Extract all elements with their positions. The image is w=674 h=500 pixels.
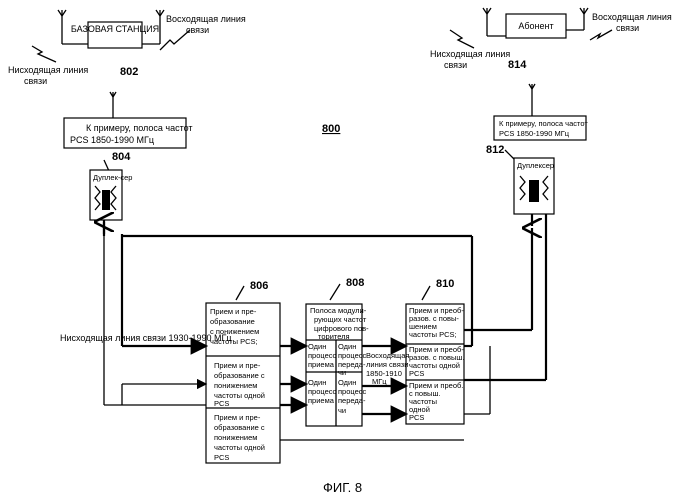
figure-caption: ФИГ. 8: [323, 480, 362, 495]
duplexer-left-label: Дуплек-сер: [93, 173, 132, 182]
subscriber-downlink: Восходящая линиясвязи: [592, 12, 672, 33]
radio-link-icon: [32, 46, 56, 62]
ref-806: 806: [250, 280, 268, 292]
ref-814: 814: [508, 59, 527, 71]
duplexer-right-label: Дуплексер: [517, 161, 554, 170]
duplexer-right: Дуплексер: [514, 158, 554, 214]
subscriber-label: Абонент: [518, 21, 553, 31]
radio-link-icon: [590, 30, 612, 40]
base-station-uplink: Восходящая линиясвязи: [166, 14, 246, 35]
uplink-label: Восходящаялиния связи1850-1910МГц: [366, 351, 409, 386]
block-810-cell1: Прием и преоб-разов. с повы-шениемчастот…: [409, 306, 464, 339]
figure-ref-800: 800: [322, 123, 340, 135]
radio-link-icon: [450, 30, 474, 48]
duplexer-left: Дуплек-сер: [90, 170, 132, 220]
base-station-label: БАЗОВАЯ СТАНЦИЯ: [71, 24, 159, 34]
ref-804: 804: [112, 151, 131, 163]
subscriber-uplink: Нисходящая линиясвязи: [430, 49, 510, 70]
base-station-downlink: Нисходящая линиясвязи: [8, 65, 88, 86]
downlink-label: Нисходящая линия связи 1930-1990 МГц: [60, 333, 232, 343]
ref-812: 812: [486, 144, 504, 156]
ref-808: 808: [346, 277, 364, 289]
ref-802: 802: [120, 66, 138, 78]
ref-810: 810: [436, 278, 454, 290]
